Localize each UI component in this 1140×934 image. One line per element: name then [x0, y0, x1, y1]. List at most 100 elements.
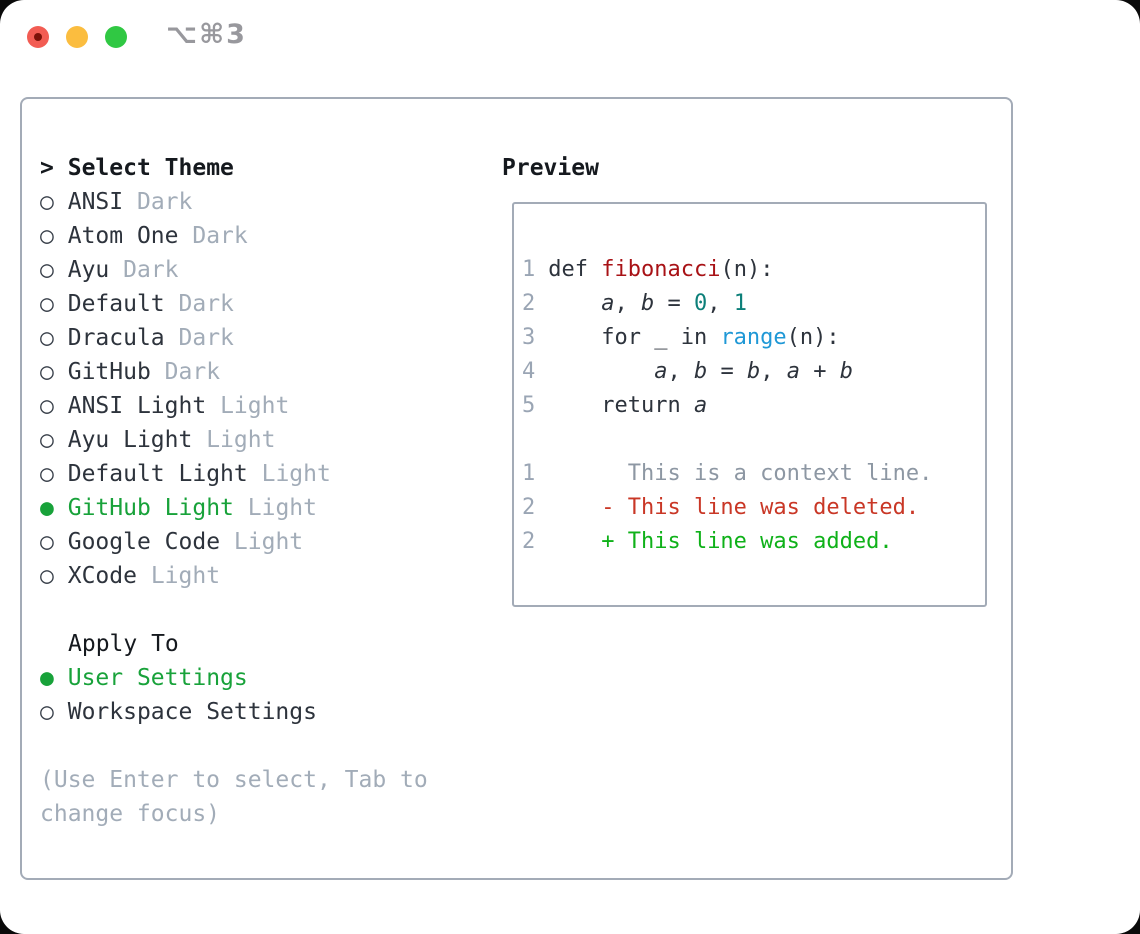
cursor-icon: > — [40, 155, 54, 181]
code-segment: for _ in — [548, 325, 721, 350]
radio-unselected-icon: ○ — [40, 291, 54, 317]
preview-line: 2 + This line was added. — [522, 525, 985, 559]
code-segment: a — [654, 359, 668, 384]
preview-line: 2 - This line was deleted. — [522, 491, 985, 525]
theme-option[interactable]: ○ Default Light Light — [40, 457, 428, 491]
radio-unselected-icon: ○ — [40, 359, 54, 385]
line-number: 1 — [522, 461, 536, 486]
line-number: 5 — [522, 393, 536, 418]
theme-option[interactable]: ○ Dracula Dark — [40, 321, 428, 355]
code-segment: (n): — [720, 257, 774, 282]
theme-variant: Light — [150, 563, 221, 589]
code-segment: b — [839, 359, 853, 384]
radio-unselected-icon: ○ — [40, 563, 54, 589]
traffic-lights — [27, 26, 127, 48]
apply-to-name: User Settings — [67, 665, 248, 691]
select-theme-header: > Select Theme — [40, 151, 428, 185]
line-number: 4 — [522, 359, 536, 384]
theme-option[interactable]: ○ GitHub Dark — [40, 355, 428, 389]
radio-unselected-icon: ○ — [40, 393, 54, 419]
theme-option[interactable]: ○ Google Code Light — [40, 525, 428, 559]
theme-option[interactable]: ○ Atom One Dark — [40, 219, 428, 253]
radio-selected-icon: ● — [40, 665, 54, 691]
code-segment: 1 — [733, 291, 747, 316]
code-segment: range — [720, 325, 787, 350]
apply-to-option[interactable]: ○ Workspace Settings — [40, 695, 428, 729]
preview-line: 5 return a — [522, 389, 985, 423]
code-segment: This is a context line. — [548, 461, 933, 486]
code-segment: + This line was added. — [548, 529, 893, 554]
line-number: 3 — [522, 325, 536, 350]
radio-selected-icon: ● — [40, 495, 54, 521]
spacer — [40, 593, 428, 627]
preview-title: Preview — [502, 155, 599, 181]
theme-name: Dracula — [67, 325, 165, 351]
preview-line: 4 a, b = b, a + b — [522, 355, 985, 389]
code-segment — [548, 359, 654, 384]
apply-to-title: Apply To — [68, 631, 179, 657]
code-segment: b — [746, 359, 761, 384]
preview-line: 3 for _ in range(n): — [522, 321, 985, 355]
theme-name: Atom One — [67, 223, 179, 249]
line-number: 1 — [522, 257, 536, 282]
theme-option[interactable]: ○ ANSI Light Light — [40, 389, 428, 423]
code-segment: 0 — [693, 291, 708, 316]
hint-line-1: (Use Enter to select, Tab to — [40, 767, 428, 793]
radio-unselected-icon: ○ — [40, 699, 54, 725]
close-button[interactable] — [27, 26, 49, 48]
code-segment: def — [548, 257, 602, 282]
theme-name: Default — [67, 291, 165, 317]
code-segment: fibonacci — [601, 257, 721, 282]
theme-option[interactable]: ● GitHub Light Light — [40, 491, 428, 525]
theme-name: GitHub Light — [67, 495, 234, 521]
code-segment: (n): — [786, 325, 840, 350]
minimize-button[interactable] — [66, 26, 88, 48]
theme-variant: Dark — [178, 291, 234, 317]
theme-variant: Light — [261, 461, 331, 487]
code-segment: , — [667, 359, 694, 384]
code-segment: a — [601, 291, 615, 316]
radio-unselected-icon: ○ — [40, 325, 54, 351]
select-theme-title: Select Theme — [67, 155, 234, 181]
window-title-shortcut: ⌥⌘3 — [166, 19, 247, 50]
code-segment: - This line was deleted. — [548, 495, 920, 520]
apply-to-option[interactable]: ● User Settings — [40, 661, 428, 695]
code-segment: a — [693, 393, 708, 418]
theme-variant: Light — [233, 529, 304, 555]
theme-name: XCode — [67, 563, 137, 589]
theme-option[interactable]: ○ XCode Light — [40, 559, 428, 593]
code-segment: b — [693, 359, 708, 384]
theme-picker-panel: > Select Theme ○ ANSI Dark○ Atom One Dar… — [20, 97, 1013, 880]
theme-variant: Dark — [178, 325, 234, 351]
zoom-button[interactable] — [105, 26, 127, 48]
theme-option[interactable]: ○ ANSI Dark — [40, 185, 428, 219]
theme-variant: Dark — [123, 257, 179, 283]
apply-to-name: Workspace Settings — [67, 699, 317, 725]
theme-variant: Dark — [136, 189, 193, 215]
theme-name: ANSI — [67, 189, 124, 215]
code-segment: return — [548, 393, 694, 418]
theme-variant: Light — [247, 495, 317, 521]
spacer — [40, 729, 428, 763]
radio-unselected-icon: ○ — [40, 529, 54, 555]
radio-unselected-icon: ○ — [40, 257, 54, 283]
code-segment: + — [799, 359, 840, 384]
theme-variant: Light — [220, 393, 290, 419]
code-segment: , — [760, 359, 787, 384]
apply-to-header: Apply To — [40, 627, 428, 661]
radio-unselected-icon: ○ — [40, 189, 54, 215]
code-segment: a — [786, 359, 800, 384]
theme-name: GitHub — [67, 359, 151, 385]
code-segment: , — [707, 291, 734, 316]
line-number: 2 — [522, 495, 536, 520]
theme-picker-column: > Select Theme ○ ANSI Dark○ Atom One Dar… — [40, 151, 428, 831]
theme-option[interactable]: ○ Ayu Light Light — [40, 423, 428, 457]
radio-unselected-icon: ○ — [40, 461, 54, 487]
theme-option[interactable]: ○ Ayu Dark — [40, 253, 428, 287]
preview-line: 1 def fibonacci(n): — [522, 253, 985, 287]
theme-name: Google Code — [67, 529, 221, 555]
theme-option[interactable]: ○ Default Dark — [40, 287, 428, 321]
theme-name: Default Light — [67, 461, 248, 487]
